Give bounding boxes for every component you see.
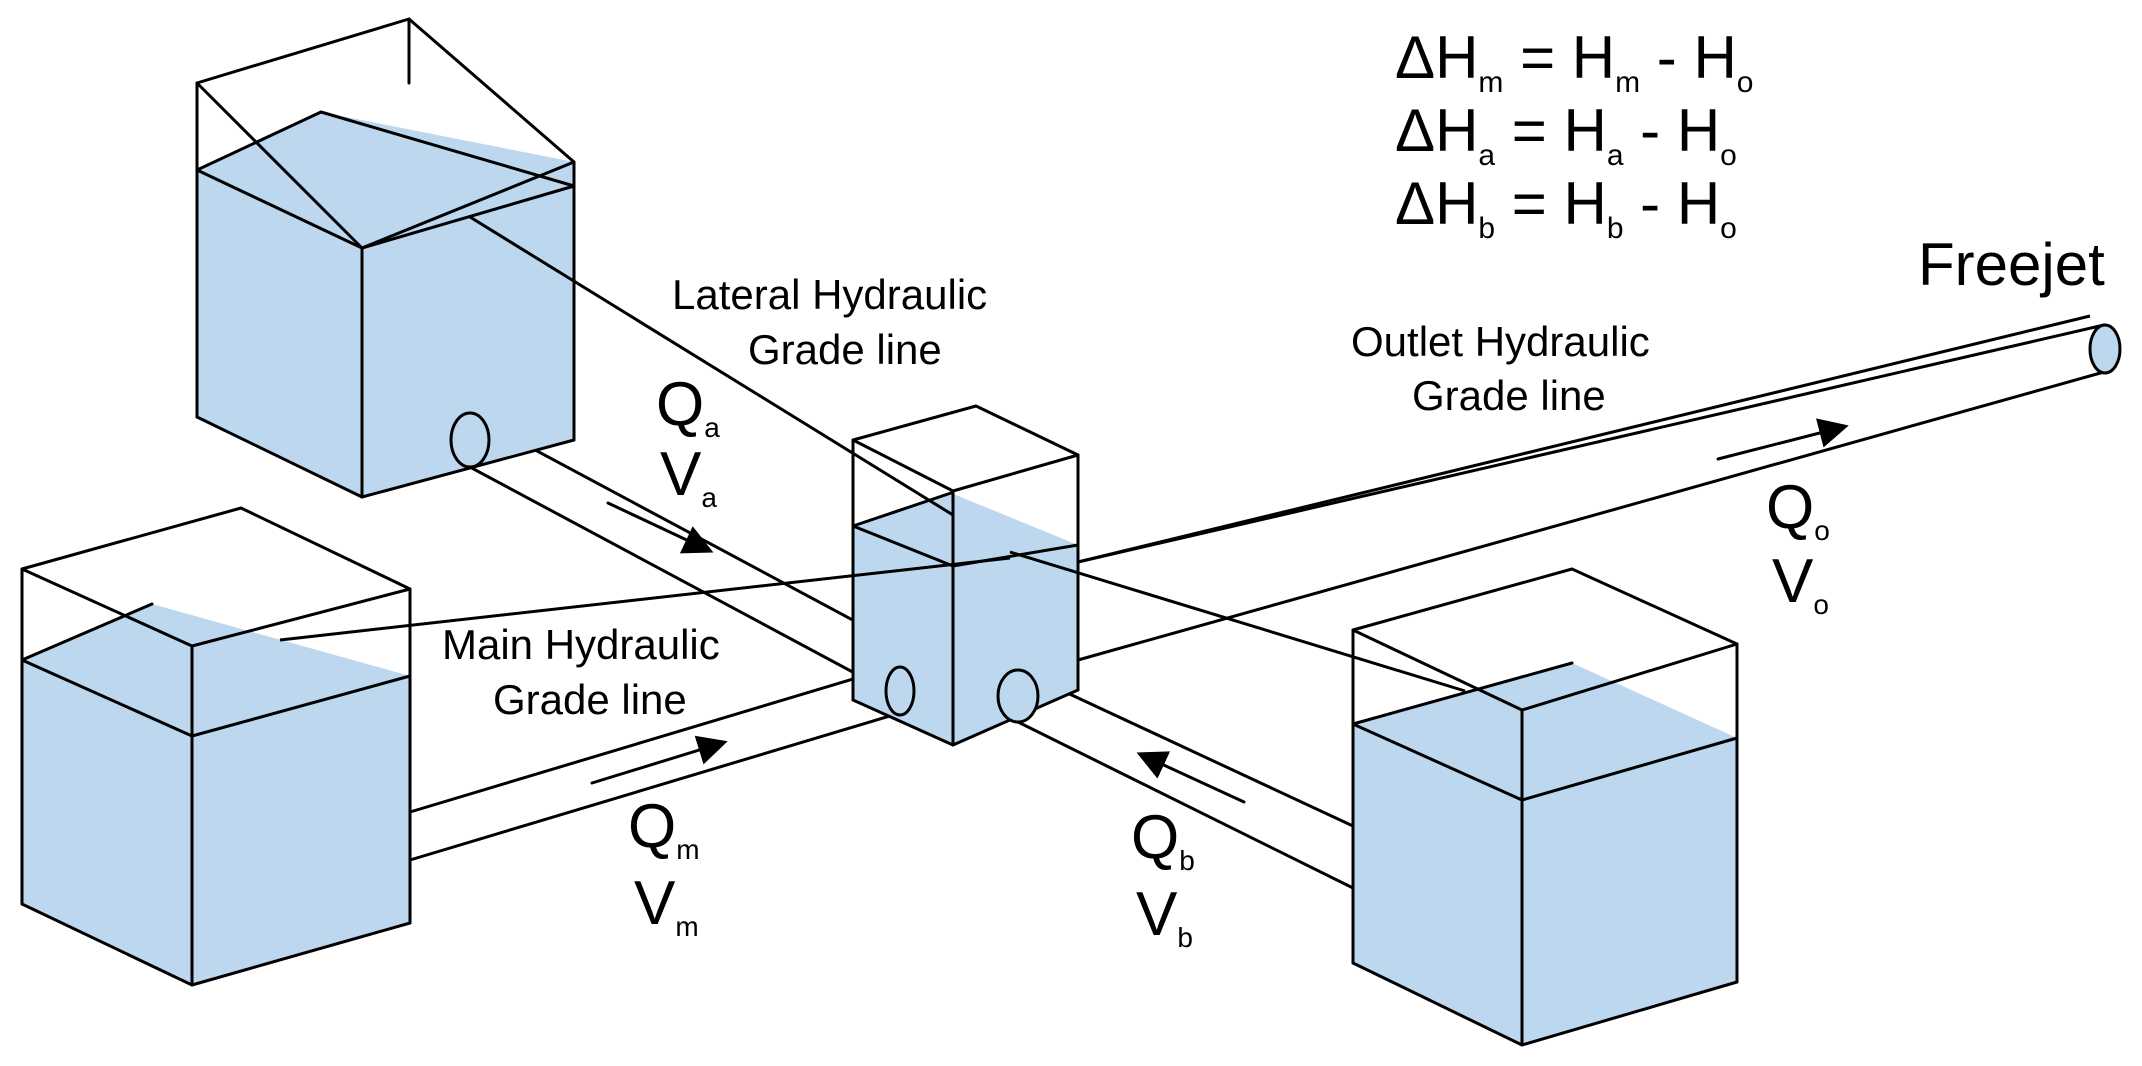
- main-hgl-label-line2: Grade line: [493, 676, 687, 723]
- outlet-hgl: [1077, 314, 2091, 564]
- pipe-m: [408, 665, 895, 862]
- equation-a: ΔHa = Ha - Ho: [1395, 97, 1737, 172]
- flow-arrow-b: [1136, 751, 1246, 804]
- q-b: Qb: [1131, 803, 1195, 876]
- main-hgl-label-line1: Main Hydraulic: [442, 621, 720, 668]
- lateral-hgl-label-line1: Lateral Hydraulic: [672, 271, 987, 318]
- q-o: Qo: [1766, 473, 1830, 546]
- outlet-hgl-label-line1: Outlet Hydraulic: [1351, 318, 1650, 365]
- flow-arrow-a: [606, 501, 714, 554]
- v-o: Vo: [1772, 547, 1829, 620]
- equation-m: ΔHm = Hm - Ho: [1395, 24, 1753, 99]
- main-hgl: [279, 556, 1011, 642]
- flow-m-symbols: Qm Vm: [628, 792, 700, 942]
- v-m: Vm: [634, 869, 699, 942]
- outlet-hgl-label-line2: Grade line: [1412, 372, 1606, 419]
- lateral-hgl-b: [1009, 550, 1466, 693]
- tank-m: [20, 506, 412, 987]
- flow-arrow-o: [1716, 418, 1849, 461]
- pipe-a: [466, 412, 892, 694]
- flow-a-symbols: Qa Va: [656, 370, 720, 513]
- pipe-b-outlet: [996, 668, 1040, 724]
- lateral-hgl-a: [469, 215, 954, 517]
- flow-b-symbols: Qb Vb: [1131, 803, 1195, 953]
- equation-b: ΔHb = Hb - Ho: [1395, 170, 1737, 245]
- v-b: Vb: [1136, 880, 1193, 953]
- q-m: Qm: [628, 792, 700, 865]
- equations: ΔHm = Hm - Ho ΔHa = Ha - Ho ΔHb = Hb - H…: [1395, 24, 1753, 245]
- pipe-m-outlet: [884, 665, 916, 717]
- pipe-b: [1016, 668, 1355, 890]
- junction-box: [851, 404, 1080, 747]
- freejet-label: Freejet: [1918, 231, 2105, 298]
- v-a: Va: [660, 440, 717, 513]
- lateral-hgl-label-line2: Grade line: [748, 326, 942, 373]
- flow-arrow-m: [590, 735, 728, 785]
- pipe-a-inlet: [449, 411, 491, 469]
- pipe-outlet: [1076, 323, 2122, 662]
- flow-o-symbols: Qo Vo: [1766, 473, 1830, 620]
- freejet-pipe-end: [2088, 323, 2122, 375]
- q-a: Qa: [656, 370, 720, 443]
- tank-b: [1351, 567, 1739, 1047]
- tank-a: [195, 17, 576, 499]
